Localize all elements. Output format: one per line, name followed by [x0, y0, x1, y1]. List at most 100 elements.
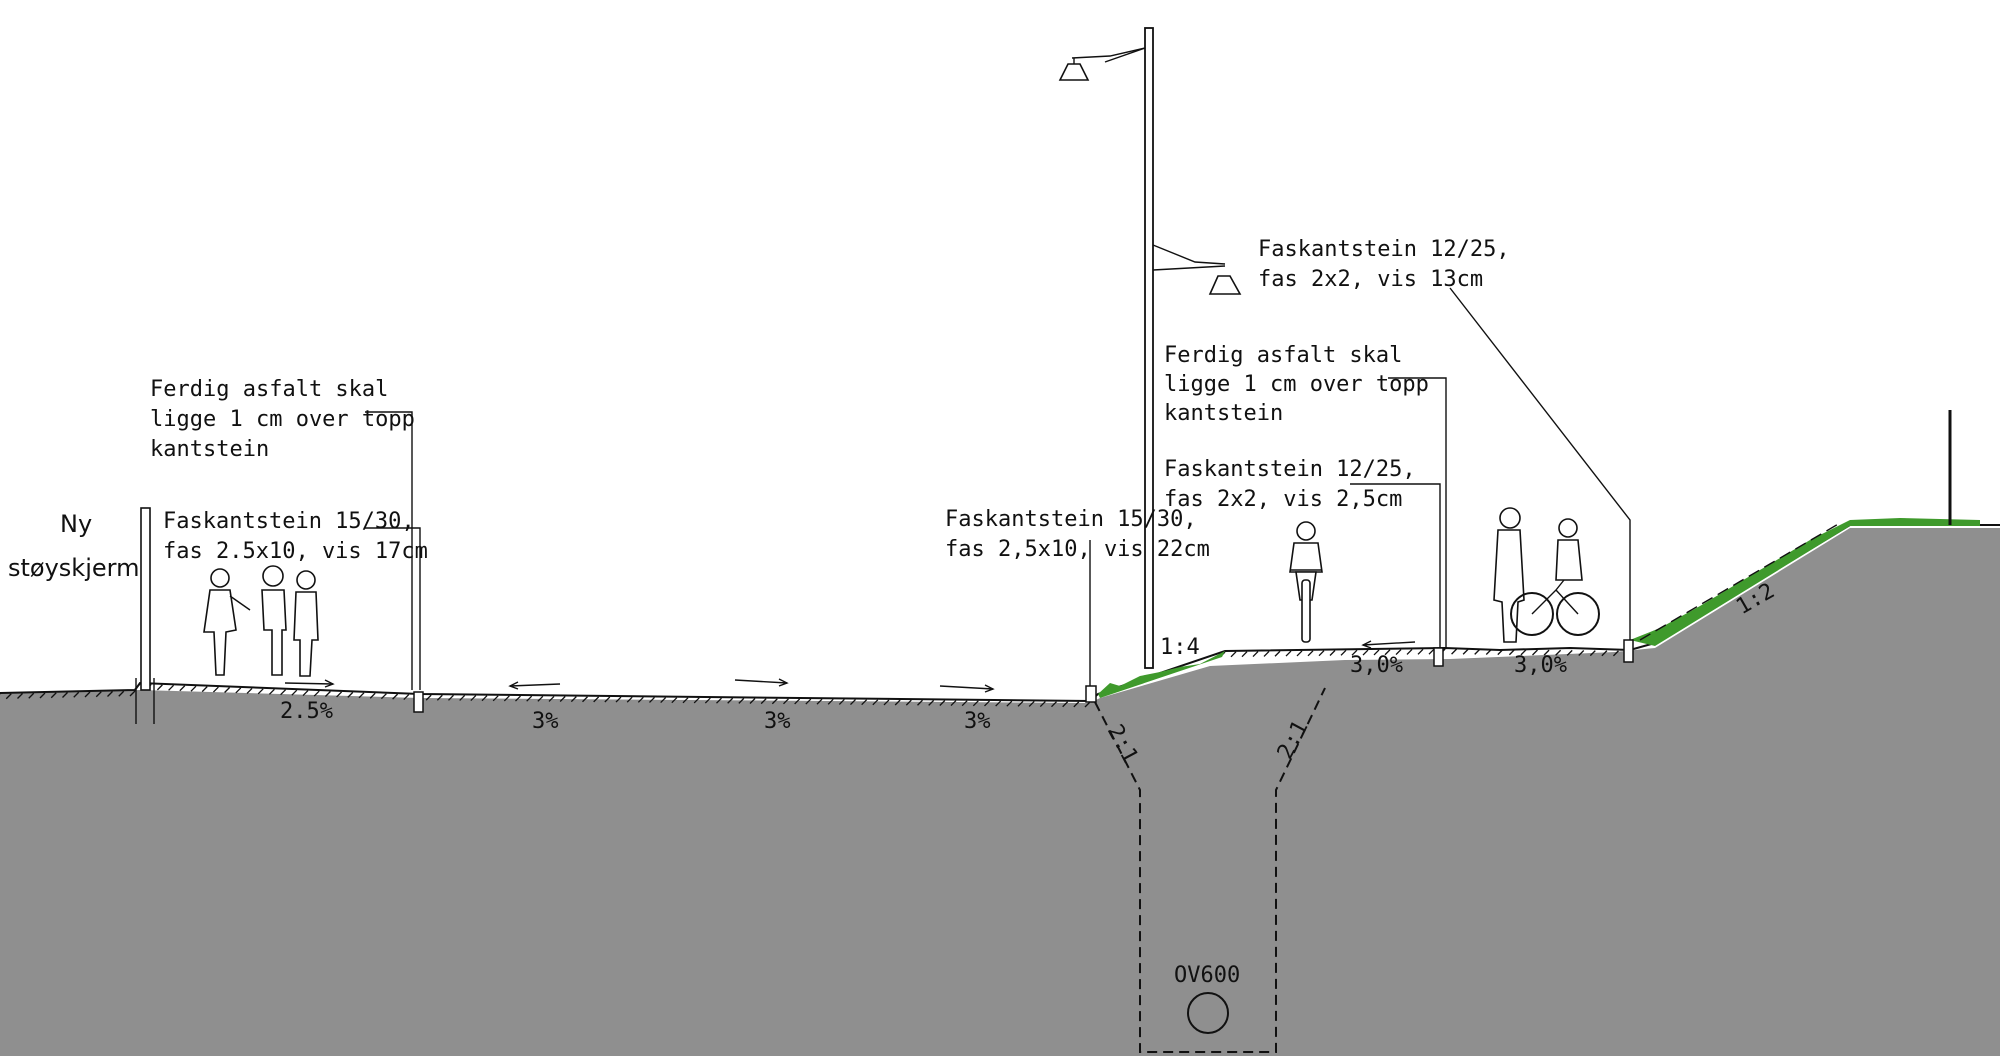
hatch-tick: [168, 684, 175, 691]
hatch-tick: [336, 691, 343, 698]
hatch-tick: [118, 690, 125, 697]
hatch-tick: [1555, 649, 1562, 656]
hatch-tick: [816, 698, 823, 705]
hatch-tick: [1006, 700, 1013, 707]
hatch-tick: [107, 691, 113, 697]
hatch-tick: [1351, 649, 1358, 656]
hatch-tick: [1263, 650, 1270, 657]
hatch-tick: [604, 696, 611, 703]
hatch-tick: [1612, 650, 1619, 657]
pipe-label: OV600: [1174, 963, 1240, 988]
hatch-tick: [313, 690, 320, 697]
hatch-tick: [939, 700, 946, 706]
hatch-tick: [1084, 701, 1091, 708]
hatch-tick: [73, 691, 80, 698]
hatch-tick: [548, 695, 555, 702]
asphalt-note-left-line-2: ligge 1 cm over topp: [150, 407, 415, 432]
hatch-tick: [5, 693, 12, 700]
curb-right-low-label-line-1: Faskantstein 12/25,: [1164, 457, 1416, 482]
asphalt-note-right-line-3: kantstein: [1164, 401, 1283, 426]
hatch-tick: [1051, 701, 1057, 708]
hatch-tick: [470, 695, 477, 702]
curb-left-label-line-2: fas 2.5x10, vis 17cm: [163, 539, 428, 564]
hatch-tick: [582, 696, 588, 703]
hatch-tick: [1508, 649, 1515, 656]
hatch-tick: [1252, 651, 1259, 658]
slope-road-1: 3%: [532, 709, 559, 734]
hatch-tick: [62, 692, 68, 698]
curb-right-high: [1623, 639, 1634, 663]
hatch-tick: [660, 697, 667, 704]
hatch-tick: [17, 693, 23, 699]
people-with-bicycle-figure: [1493, 507, 1600, 643]
hatch-tick: [760, 698, 767, 705]
hatch-tick: [224, 687, 231, 693]
curb-right-low-label-line-2: fas 2x2, vis 2,5cm: [1164, 487, 1402, 512]
hatch-tick: [246, 687, 253, 694]
hatch-tick: [1062, 701, 1069, 708]
hatch-tick: [1532, 649, 1538, 656]
hatch-tick: [459, 695, 466, 701]
hatch-tick: [302, 690, 309, 697]
noise-wall: [135, 507, 155, 724]
hatch-tick: [738, 697, 745, 704]
hatch-tick: [526, 695, 533, 702]
hatch-tick: [537, 695, 544, 702]
hatch-tick: [1039, 701, 1046, 707]
cyclist-figure: [1289, 521, 1323, 643]
slope-sidewalk: 2.5%: [280, 699, 333, 724]
curb-center-label-line-1: Faskantstein 15/30,: [945, 507, 1197, 532]
hatch-tick: [39, 692, 46, 699]
right-embankment-inner-line: [1639, 522, 1841, 641]
hatch-tick: [972, 700, 979, 707]
hatch-tick: [716, 697, 722, 704]
hatch-tick: [129, 690, 136, 697]
hatch-tick: [1329, 650, 1336, 656]
asphalt-note-left-line-1: Ferdig asfalt skal: [150, 377, 388, 402]
hatch-tick: [257, 688, 264, 695]
hatch-tick: [883, 699, 890, 706]
hatch-tick: [448, 694, 454, 701]
curb-center-label: Faskantstein 15/30, fas 2,5x10, vis 22cm: [945, 507, 1210, 562]
hatch-tick: [704, 697, 711, 704]
curb-right-high-label: Faskantstein 12/25, fas 2x2, vis 13cm: [1258, 237, 1510, 292]
hatch-tick: [783, 698, 789, 705]
hatch-tick: [626, 696, 633, 703]
hatch-tick: [190, 685, 197, 692]
hatch-tick: [1395, 649, 1402, 656]
noise-wall-label-line-1: Ny: [60, 510, 92, 538]
hatch-tick: [1384, 649, 1391, 656]
slope-road-3: 3%: [964, 709, 991, 734]
hatch-tick: [425, 694, 432, 701]
hatch-tick: [1543, 649, 1550, 656]
hatch-tick: [347, 691, 354, 698]
hatch-tick: [392, 693, 399, 700]
hatch-tick: [28, 692, 35, 699]
hatch-tick: [1028, 700, 1035, 707]
curb-right-high-label-line-1: Faskantstein 12/25,: [1258, 237, 1510, 262]
hatch-tick: [1406, 648, 1413, 655]
hatch-tick: [1296, 650, 1303, 657]
curb-right-low: [1433, 647, 1444, 667]
hatch-tick: [771, 698, 778, 705]
noise-wall-label: Ny støyskjerm: [8, 510, 139, 582]
hatch-tick: [1589, 650, 1596, 657]
hatch-tick: [369, 692, 376, 699]
curb-left: [413, 691, 424, 713]
hatch-tick: [1462, 648, 1469, 655]
curb-center: [1085, 685, 1097, 703]
hatch-tick: [961, 700, 968, 707]
hatch-tick: [615, 696, 622, 703]
hatch-tick: [827, 698, 834, 705]
hatch-tick: [1230, 651, 1237, 658]
slope-bike-path-2: 3,0%: [1514, 653, 1567, 678]
curb-left-label: Faskantstein 15/30, fas 2.5x10, vis 17cm: [163, 509, 428, 564]
hatch-tick: [995, 700, 1002, 707]
hatch-tick: [1362, 649, 1369, 656]
ov600-pipe: [1187, 992, 1229, 1034]
hatch-tick: [861, 699, 868, 706]
hatch-tick: [1497, 649, 1504, 656]
hatch-tick: [515, 695, 521, 702]
hatch-tick: [905, 699, 912, 706]
hatch-tick: [1307, 650, 1314, 657]
